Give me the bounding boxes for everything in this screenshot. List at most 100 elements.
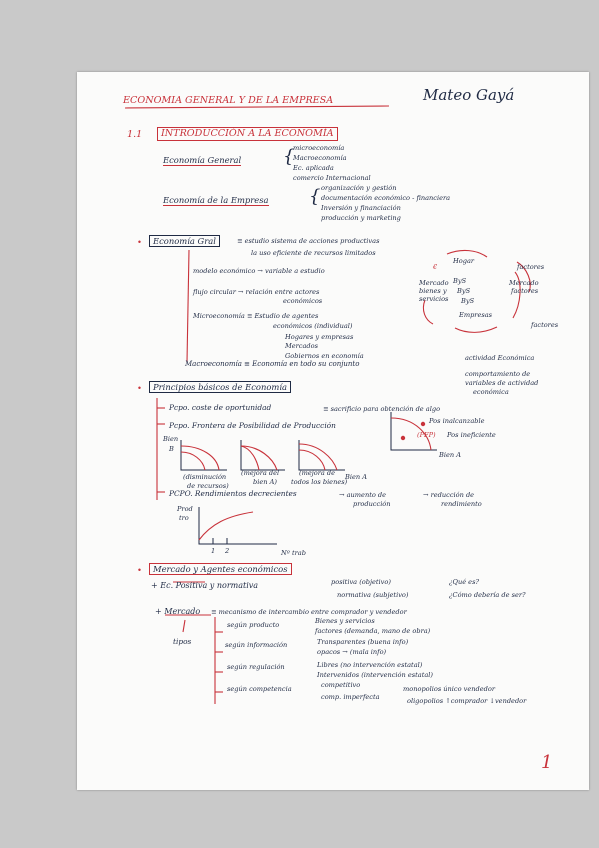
econ-empresa-item: Inversión y financiación — [321, 204, 401, 212]
econ-general-item: Macroeconomía — [293, 154, 347, 162]
axis-bien-b: Bien — [163, 435, 179, 443]
axis-bien-b: B — [169, 445, 174, 453]
principio-coste-def: ≡ sacrificio para obtención de algo — [323, 405, 441, 413]
info-item: opacos → (mala info) — [317, 648, 387, 656]
rend-text: → aumento de — [339, 491, 387, 499]
flujo-circular: flujo circular → relación entre actores — [193, 288, 320, 296]
competencia-item: comp. imperfecta — [321, 693, 380, 701]
flow-mercado-factores: Mercado — [509, 279, 539, 287]
flow-arrow-right — [512, 271, 521, 319]
flow-bys: ByS — [461, 297, 475, 305]
flow-factores-bottom: factores — [531, 321, 559, 329]
tipos-arrow — [182, 619, 186, 633]
principio-rendimientos: PCPO. Rendimientos decrecientes — [169, 489, 297, 498]
pfp-small-axes — [390, 412, 437, 451]
flow-mercado-bienes: bienes y — [419, 287, 447, 295]
econ-general-item: microeconomía — [293, 144, 345, 152]
modelo-economico: modelo económico → variable a estudio — [193, 267, 325, 275]
pfp-caption: (mejora de — [299, 469, 336, 477]
flow-bys: ByS — [453, 277, 467, 285]
page-number: 1 — [541, 752, 553, 773]
rend-tick: 1 — [211, 547, 216, 555]
econ-empresa-item: producción y marketing — [321, 214, 401, 222]
principios-label: Principios básicos de Economía — [149, 381, 292, 394]
pfp-graphs — [180, 440, 345, 471]
pfp-label: (PFP) — [417, 431, 436, 439]
flow-arrow-top — [446, 249, 488, 258]
ec-positiva: + Ec. Positiva y normativa — [151, 581, 259, 590]
notebook-page: ECONOMIA GENERAL Y DE LA EMPRESA Mateo G… — [77, 72, 589, 790]
mercado-label: Mercado y Agentes económicos — [149, 563, 292, 576]
tipos-label: tipos — [173, 637, 192, 646]
axis-bien-a: Bien A — [439, 451, 461, 459]
ec-normativa-q: ¿Cómo debería de ser? — [449, 591, 526, 599]
regulacion-item: Libres (no intervención estatal) — [317, 661, 423, 669]
rend-tick: 2 — [225, 547, 230, 555]
section-title: INTRODUCCIÓN A LA ECONOMÍA — [157, 127, 338, 141]
flow-arrow-left — [422, 299, 434, 325]
flow-bys: ByS — [457, 287, 471, 295]
flow-empresas: Empresas — [459, 311, 493, 319]
ec-positiva-q: ¿Qué es? — [449, 578, 480, 586]
bullet: • — [137, 237, 142, 247]
flow-arrow-bottom — [454, 326, 498, 333]
mercado-def: ≡ mecanismo de intercambio entre comprad… — [211, 608, 407, 616]
segun-regulacion: según regulación — [227, 663, 285, 671]
flow-hogar: Hogar — [453, 257, 475, 265]
producto-item: factores (demanda, mano de obra) — [315, 627, 431, 635]
macro-right: actividad Económica — [465, 354, 535, 362]
econ-empresa-label: Economía de la Empresa — [163, 195, 269, 207]
rend-axes — [198, 507, 277, 545]
axis-bien-a: Bien A — [345, 473, 367, 481]
pfp-caption: (mejora del — [241, 469, 280, 477]
regulacion-item: Intervenidos (intervención estatal) — [317, 671, 433, 679]
brace: { — [309, 186, 321, 207]
microeconomia: Microeconomía ≡ Estudio de agentes — [193, 312, 319, 320]
macro-right: económica — [473, 388, 509, 396]
macro-right: variables de actividad — [465, 379, 539, 387]
rend-text: rendimiento — [441, 500, 482, 508]
econ-gral-label: Economía Gral — [149, 235, 220, 248]
macro-right: comportamiento de — [465, 370, 531, 378]
ec-normativa-def: normativa (subjetivo) — [337, 591, 409, 599]
micro-sub: Hogares y empresas — [285, 333, 354, 341]
principio-pfp: Pcpo. Frontera de Posibilidad de Producc… — [169, 421, 336, 430]
bullet: • — [137, 565, 142, 575]
ec-positiva-def: positiva (objetivo) — [331, 578, 391, 586]
macroeconomia: Macroeconomía ≡ Economía en todo su conj… — [185, 360, 360, 368]
segun-informacion: según información — [225, 641, 288, 649]
rend-text: → reducción de — [423, 491, 475, 499]
author-name: Mateo Gayá — [423, 86, 515, 104]
flow-mercado-bienes: servicios — [419, 295, 449, 303]
pfp-caption: bien A) — [253, 478, 277, 486]
tree-line-gral — [186, 249, 190, 363]
pfp-caption: de recursos) — [187, 482, 229, 490]
econ-empresa-item: documentación económico - financiera — [321, 194, 451, 202]
brace: { — [283, 146, 295, 167]
flow-mercado-bienes: Mercado — [419, 279, 449, 287]
flow-factores: factores — [517, 263, 545, 271]
flow-mercado-factores: factores — [511, 287, 539, 295]
flujo-circular: económicos — [283, 297, 323, 305]
flow-arrow-cycle — [516, 261, 531, 293]
econ-general-item: comercio Internacional — [293, 174, 371, 182]
section-number: 1.1 — [127, 129, 143, 140]
competencia-item: oligopolios ↑comprador ↓vendedor — [407, 697, 527, 705]
rend-axis-y: Prod — [177, 505, 193, 513]
handwritten-diagrams — [124, 105, 531, 704]
competencia-item: competitivo — [321, 681, 361, 689]
producto-item: Bienes y servicios — [315, 617, 375, 625]
rend-axis-y: tro — [179, 514, 189, 522]
page-title: ECONOMIA GENERAL Y DE LA EMPRESA — [123, 95, 334, 106]
flow-euro: € — [433, 263, 438, 271]
segun-competencia: según competencia — [227, 685, 292, 693]
econ-general-item: Ec. aplicada — [293, 164, 334, 172]
econ-gral-def: ≡ estudio sistema de acciones productiva… — [237, 237, 380, 245]
econ-general-label: Economía General — [163, 155, 242, 167]
pfp-caption: (disminución — [183, 473, 227, 481]
econ-empresa-item: organización y gestión — [321, 184, 397, 192]
title-underline — [124, 105, 390, 109]
micro-sub: Mercados — [285, 342, 319, 350]
micro-sub: Gobiernos en economía — [285, 352, 364, 360]
econ-gral-def: la uso eficiente de recursos limitados — [251, 249, 376, 257]
